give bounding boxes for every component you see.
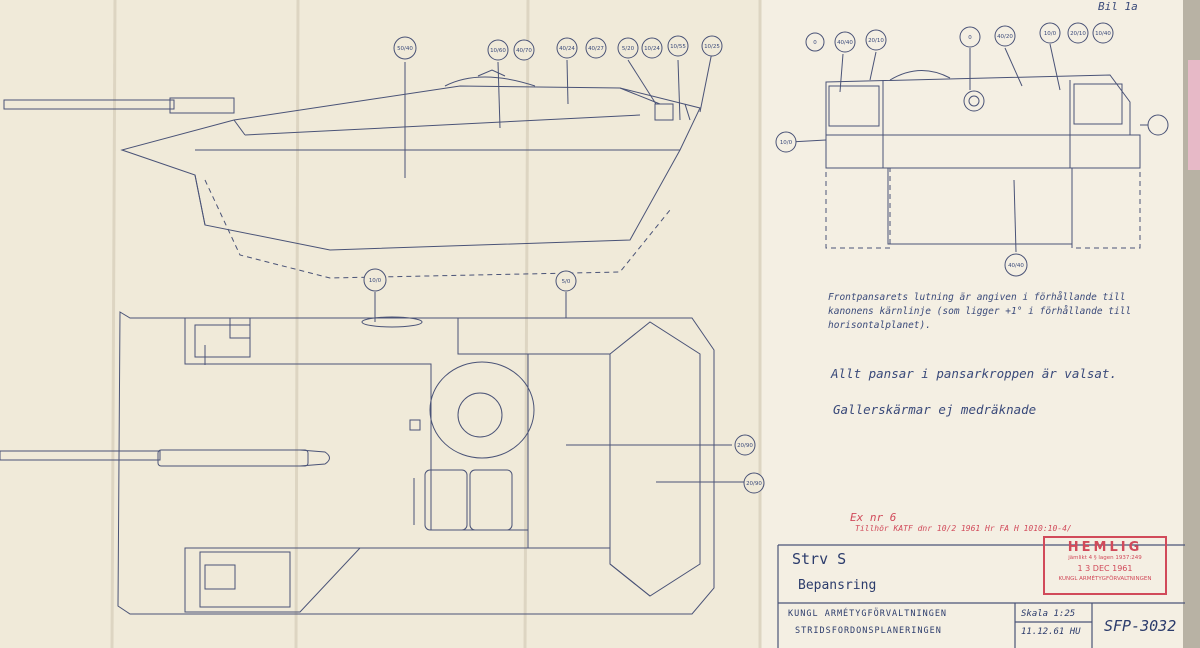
callout-label: 40/24 [559,46,575,52]
callout-label: 10/24 [644,46,660,52]
front-view-callouts [775,22,1169,277]
department-name: STRIDSFORDONSPLANERINGEN [795,626,942,636]
filing-mark: Tillhör KATF dnr 10/2 1961 Hr FA H 1010:… [855,524,1072,533]
side-view-callouts [393,35,723,61]
stamp-law: jämlikt 4 § lagen 1937:249 [1068,555,1142,561]
note-line: Gallerskärmar ej medräknade [833,402,1037,417]
top-view-drawing [0,292,744,615]
callout-label: 20/10 [1070,31,1086,37]
callout-label: 40/20 [997,34,1013,40]
sheet-reference-tag: Bil 1a [1098,0,1138,13]
note-line: horisontalplanet). [828,320,931,331]
top-view-callouts [363,268,765,494]
callout-label: 10/25 [704,44,720,50]
callout-label: 10/0 [1044,31,1057,37]
callout-label: 20/90 [737,443,753,449]
callout-label: 0 [968,35,972,41]
callout-label: 5/0 [562,279,571,285]
callout-label: 20/90 [746,481,762,487]
note-line: Allt pansar i pansarkroppen är valsat. [831,366,1117,381]
note-line: Frontpansarets lutning är angiven i förh… [828,292,1126,303]
callout-label: 10/60 [490,48,506,54]
callout-label: 10/0 [780,140,793,146]
drawing-subtitle: Bepansring [798,578,877,593]
classification-stamp: HEMLIG jämlikt 4 § lagen 1937:249 1 3 DE… [1043,536,1167,595]
right-sheet [760,0,1185,648]
callout-label: 50/40 [397,46,413,52]
left-sheet [0,0,760,648]
front-view-drawing [789,43,1148,253]
callout-label: 40/40 [837,40,853,46]
side-view-drawing [3,51,713,279]
callout-label: 0 [813,40,817,46]
drawing-title: Strv S [792,550,847,568]
callout-label: 10/40 [1095,31,1111,37]
callout-label: 40/40 [1008,263,1024,269]
stamp-org: KUNGL ARMÉTYGFÖRVALTNINGEN [1058,576,1152,582]
callout-label: 10/55 [670,44,686,50]
callout-label: 5/20 [622,46,635,52]
stamp-title: HEMLIG [1067,540,1143,555]
callout-label: 10/0 [369,278,382,284]
copy-number-mark: Ex nr 6 [850,511,897,524]
callout-label: 20/10 [868,38,884,44]
callout-label: 40/27 [588,46,604,52]
drawing-date: 11.12.61 HU [1021,627,1081,637]
stamp-date: 1 3 DEC 1961 [1077,564,1133,573]
note-line: kanonens kärnlinje (som ligger +1° i för… [828,306,1132,317]
drawing-scale: Skala 1:25 [1021,609,1076,619]
organization-name: KUNGL ARMÉTYGFÖRVALTNINGEN [788,609,948,619]
title-block-frame [777,544,1185,648]
callout-label: 40/70 [516,48,532,54]
drawing-number: SFP-3032 [1104,617,1177,635]
